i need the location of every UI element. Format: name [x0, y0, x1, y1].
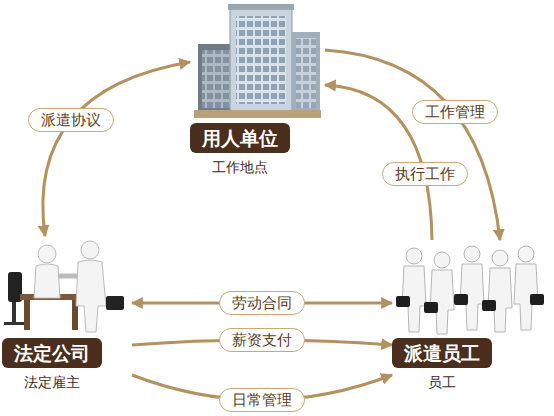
edge-label: 薪资支付 [219, 328, 305, 352]
role-title: 用人单位 [190, 123, 290, 153]
role-subtitle: 工作地点 [190, 158, 290, 176]
relation-arrow [43, 62, 190, 236]
label-block: 用人单位工作地点 [190, 123, 290, 176]
edge-label: 工作管理 [412, 100, 498, 124]
relation-arrow [325, 50, 500, 240]
role-subtitle: 法定雇主 [2, 373, 102, 391]
edge-label: 劳动合同 [219, 291, 305, 315]
edge-label: 派遣协议 [28, 108, 114, 132]
role-node: 用人单位工作地点 [190, 2, 325, 178]
employee-group [392, 240, 547, 336]
label-block: 法定公司法定雇主 [2, 338, 102, 391]
role-title: 派遣员工 [392, 338, 492, 368]
role-title: 法定公司 [2, 338, 102, 368]
label-block: 派遣员工员工 [392, 338, 492, 391]
handshake-figures [2, 236, 132, 336]
role-subtitle: 员工 [392, 373, 492, 391]
edge-label: 日常管理 [219, 388, 305, 412]
role-node: 法定公司法定雇主 [2, 236, 132, 402]
office-building [190, 2, 325, 120]
edge-label: 执行工作 [382, 162, 468, 186]
role-node: 派遣员工员工 [392, 240, 547, 404]
